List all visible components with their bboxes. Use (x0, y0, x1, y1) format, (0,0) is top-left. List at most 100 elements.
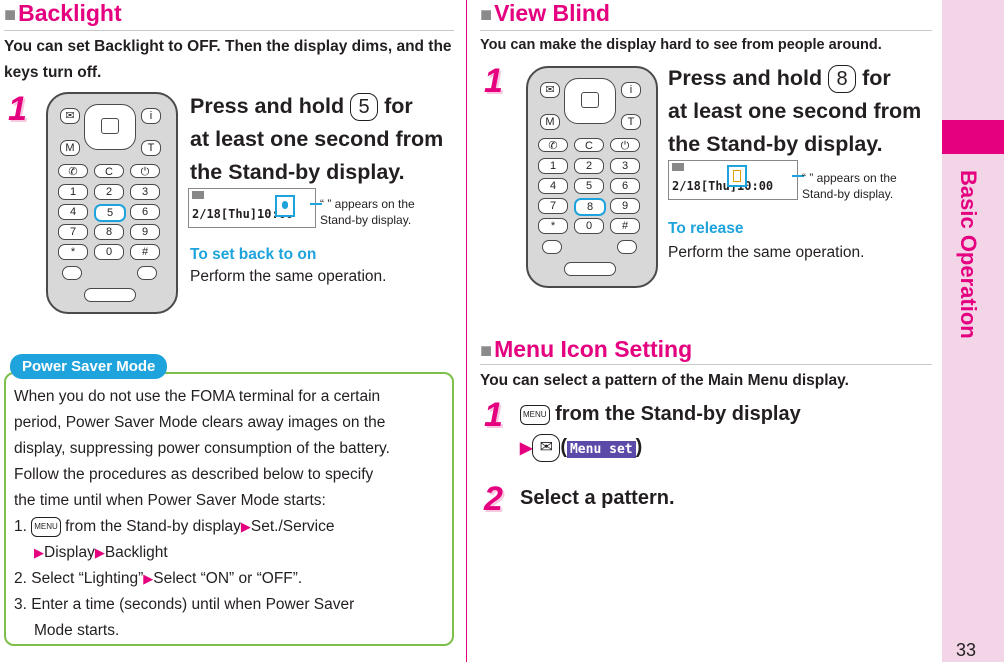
me-key-icon: M (60, 140, 80, 156)
center-key-icon (581, 92, 599, 108)
key-hash-icon: # (610, 218, 640, 234)
key-0-icon: 0 (94, 244, 124, 260)
key-2-icon: 2 (574, 158, 604, 174)
key-6-icon: 6 (610, 178, 640, 194)
power-saver-body: When you do not use the FOMA terminal fo… (14, 384, 446, 644)
view-blind-note: “ ” appears on the Stand-by display. (802, 171, 897, 201)
view-blind-indicator-icon (727, 165, 747, 187)
section-square-icon: ■ (480, 340, 493, 362)
key-7-icon: 7 (538, 198, 568, 214)
mail-key-icon: ✉ (532, 433, 561, 462)
signal-icon (672, 163, 684, 171)
key-3-icon: 3 (130, 184, 160, 200)
section-square-icon: ■ (4, 4, 17, 26)
memo-key-icon (617, 240, 637, 254)
key-7-icon: 7 (58, 224, 88, 240)
screen-time: 2/18[Thu]10:00 (192, 207, 294, 221)
side-tab-label: Basic Operation (956, 170, 981, 339)
backlight-title: ■Backlight (4, 0, 122, 26)
arrow-right-icon: ▶ (520, 440, 533, 457)
key-5-highlight-icon: 5 (94, 204, 126, 222)
backlight-note: “ ” appears on the Stand-by display. (320, 197, 415, 227)
key-hash-icon: # (130, 244, 160, 260)
divider (4, 30, 454, 31)
tv-key-icon: T (621, 114, 641, 130)
standby-screen: 2/18[Thu]10:00 (188, 188, 316, 228)
ime-key-icon: i (141, 108, 161, 124)
view-blind-release-label: To release (668, 220, 744, 237)
arrow-right-icon: ▶ (94, 545, 105, 560)
memo-key-icon (137, 266, 157, 280)
key-8-icon: 8 (94, 224, 124, 240)
step-number: 2 (484, 480, 503, 518)
end-key-icon: ⏻ (130, 164, 160, 178)
power-saver-item-1-cont: ▶Display▶Backlight (34, 544, 168, 561)
menu-key-icon: MENU (31, 516, 61, 537)
power-saver-tab: Power Saver Mode (10, 354, 168, 379)
connector-line (310, 203, 322, 205)
backlight-lead: You can set Backlight to OFF. Then the d… (4, 38, 452, 81)
menu-icon-lead: You can select a pattern of the Main Men… (480, 372, 849, 389)
key-1-icon: 1 (538, 158, 568, 174)
camera-key-icon (542, 240, 562, 254)
arrow-right-icon: ▶ (240, 519, 251, 534)
page-number: 33 (956, 640, 977, 660)
menu-icon-step2: Select a pattern. (520, 487, 675, 509)
speaker-slot-icon (564, 262, 616, 276)
key-star-icon: * (538, 218, 568, 234)
step-number: 1 (484, 396, 503, 434)
key-0-icon: 0 (574, 218, 604, 234)
backlight-release-label: To set back to on (190, 246, 317, 263)
key-9-icon: 9 (610, 198, 640, 214)
end-key-icon: ⏻ (610, 138, 640, 152)
power-saver-item-3: 3. Enter a time (seconds) until when Pow… (14, 596, 355, 613)
step-number: 1 (8, 90, 27, 128)
power-saver-item-3-cont: Mode starts. (34, 622, 120, 639)
key-5-icon: 5 (574, 178, 604, 194)
ime-key-icon: i (621, 82, 641, 98)
standby-screen: 2/18[Thu]10:00 (668, 160, 798, 200)
speaker-slot-icon (84, 288, 136, 302)
step-number: 1 (484, 62, 503, 100)
phone-illustration: ✉ i M T ✆ C ⏻ 1 2 3 4 5 6 7 8 9 * 0 # (526, 66, 658, 288)
menu-set-chip: Menu set (566, 441, 636, 458)
view-blind-step-text: Press and hold 8 for at least one second… (668, 65, 922, 156)
arrow-right-icon: ▶ (34, 545, 44, 560)
phone-illustration: ✉ i M T ✆ C ⏻ 1 2 3 4 5 6 7 8 9 * 0 # (46, 92, 178, 314)
menu-icon-step1: MENU from the Stand-by display ▶✉(Menu s… (520, 398, 940, 466)
key-4-icon: 4 (58, 204, 88, 220)
view-blind-release-text: Perform the same operation. (668, 244, 865, 261)
divider (480, 364, 932, 365)
power-saver-item-2: 2. Select “Lighting”▶Select “ON” or “OFF… (14, 570, 303, 587)
view-blind-title: ■View Blind (480, 0, 610, 26)
backlight-indicator-icon (275, 195, 295, 217)
section-square-icon: ■ (480, 4, 493, 26)
key-3-icon: 3 (610, 158, 640, 174)
backlight-step-text: Press and hold 5 for at least one second… (190, 93, 444, 184)
arrow-right-icon: ▶ (143, 571, 154, 586)
camera-key-icon (62, 266, 82, 280)
backlight-release-text: Perform the same operation. (190, 268, 387, 285)
key-4-icon: 4 (538, 178, 568, 194)
column-divider (466, 0, 467, 662)
key-star-icon: * (58, 244, 88, 260)
clr-key-icon: C (574, 138, 604, 152)
power-saver-box (4, 372, 454, 646)
view-blind-lead: You can make the display hard to see fro… (480, 37, 882, 53)
me-key-icon: M (540, 114, 560, 130)
screen-time: 2/18[Thu]10:00 (672, 179, 774, 193)
key-1-icon: 1 (58, 184, 88, 200)
menu-icon-title: ■Menu Icon Setting (480, 336, 693, 362)
signal-icon (192, 191, 204, 199)
key-9-icon: 9 (130, 224, 160, 240)
side-tab (942, 0, 1004, 662)
power-saver-item-1: 1. MENU from the Stand-by display▶Set./S… (14, 516, 335, 537)
menu-key-icon: MENU (520, 404, 550, 425)
clr-key-icon: C (94, 164, 124, 178)
side-tab-marker (942, 120, 1004, 154)
call-key-icon: ✆ (58, 164, 88, 178)
divider (480, 30, 932, 31)
key-8-icon: 8 (828, 65, 857, 94)
tv-key-icon: T (141, 140, 161, 156)
mail-key-icon: ✉ (60, 108, 80, 124)
